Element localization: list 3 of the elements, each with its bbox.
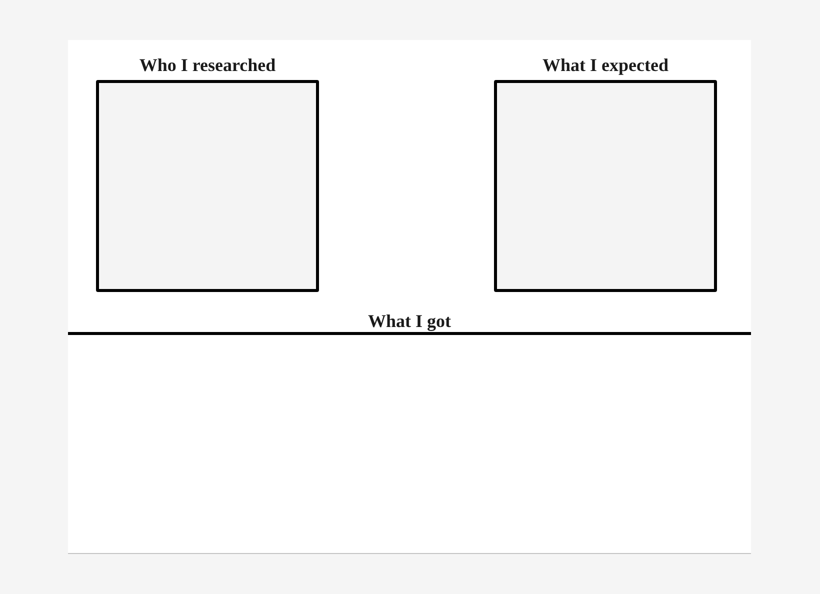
box-heading: What I expected xyxy=(542,54,668,76)
box-heading: Who I researched xyxy=(139,54,276,76)
section-heading: What I got xyxy=(368,310,452,332)
